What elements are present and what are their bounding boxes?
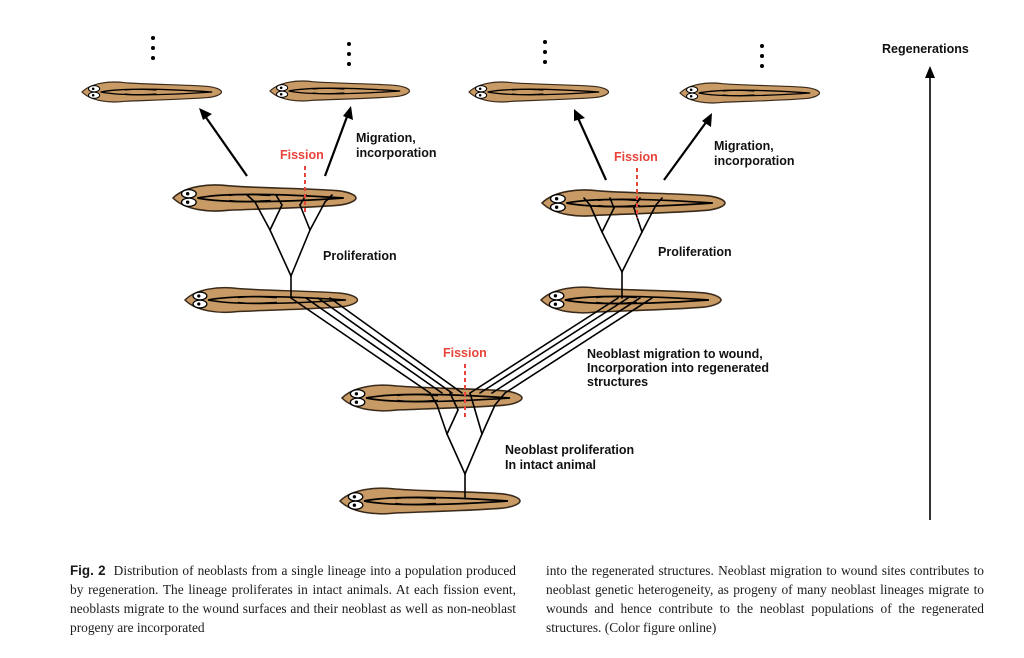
migration-label-right-line2: incorporation: [714, 154, 795, 168]
worm-top-4: [679, 82, 821, 104]
neoblast-proliferation-label-line2: In intact animal: [505, 458, 596, 472]
fission-label-center: Fission: [443, 346, 487, 360]
caption-right-column: into the regenerated structures. Neoblas…: [546, 563, 984, 635]
neoblast-proliferation-label-line1: Neoblast proliferation: [505, 443, 634, 457]
worm-top-1: [81, 81, 223, 103]
neoblast-migration-label-line2: Incorporation into regenerated: [587, 361, 769, 375]
worm-top-2: [269, 80, 411, 102]
worm-right-regenerated: [540, 286, 722, 314]
regenerations-label: Regenerations: [882, 42, 969, 56]
neoblast-migration-label-line3: structures: [587, 375, 648, 389]
worm-intact: [339, 487, 521, 515]
regenerations-axis-arrow: [925, 66, 935, 520]
neoblast-migration-label-line1: Neoblast migration to wound,: [587, 347, 763, 361]
continuation-dots: [151, 36, 764, 68]
caption-left-column: Fig. 2 Distribution of neoblasts from a …: [70, 561, 516, 637]
proliferation-label-left: Proliferation: [323, 249, 397, 263]
fission-label-right: Fission: [614, 150, 658, 164]
migration-label-right-line1: Migration,: [714, 139, 774, 153]
neoblast-lineage-lines: [246, 194, 663, 498]
migration-arrows: [199, 106, 712, 181]
fission-label-left: Fission: [280, 148, 324, 162]
worm-top-3: [468, 81, 610, 103]
migration-label-left-line2: incorporation: [356, 146, 437, 160]
figure-label: Fig. 2: [70, 563, 106, 578]
regeneration-lineage-diagram: Regenerations Fission Fission Fission Mi…: [81, 36, 969, 520]
caption-left-text: Distribution of neoblasts from a single …: [70, 563, 517, 635]
proliferation-label-right: Proliferation: [658, 245, 732, 259]
worm-right-proliferating: [541, 189, 726, 217]
migration-label-left-line1: Migration,: [356, 131, 416, 145]
fission-lines: [304, 166, 638, 420]
